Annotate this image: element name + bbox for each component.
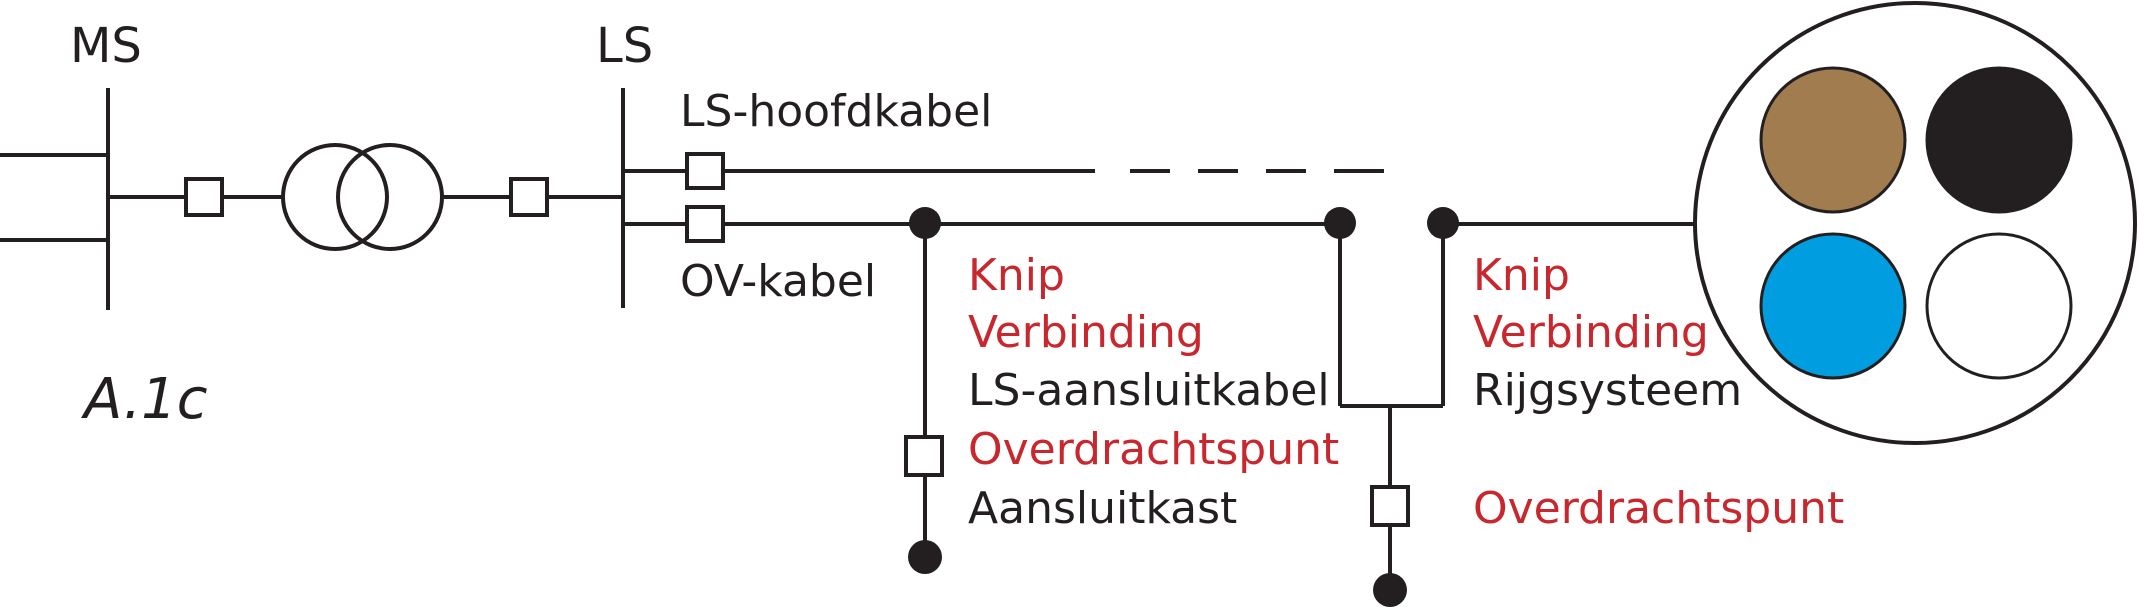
overdrachtspunt-1-fuse bbox=[904, 435, 944, 477]
label-verbinding-2: Verbinding bbox=[1473, 307, 1709, 358]
junction-rijgsysteem-left bbox=[1324, 207, 1356, 239]
label-ls: LS bbox=[596, 18, 653, 74]
label-overdrachtspunt-1: Overdrachtspunt bbox=[968, 424, 1339, 475]
label-ms: MS bbox=[70, 18, 142, 74]
label-ls-hoofdkabel: LS-hoofdkabel bbox=[680, 86, 992, 137]
rijgsysteem-endpoint bbox=[1373, 573, 1407, 607]
label-aansluitkast: Aansluitkast bbox=[968, 483, 1237, 534]
switches bbox=[184, 152, 1410, 527]
junction-rijgsysteem-right bbox=[1427, 207, 1459, 239]
label-knip-1: Knip bbox=[968, 250, 1065, 301]
cable-sheath bbox=[1693, 1, 2137, 445]
transformer-symbol bbox=[281, 143, 444, 251]
label-rijgsysteem: Rijgsysteem bbox=[1473, 365, 1742, 416]
label-figure-id: A.1c bbox=[81, 367, 208, 432]
label-verbinding-1: Verbinding bbox=[968, 307, 1204, 358]
overdrachtspunt-2-fuse bbox=[1370, 485, 1410, 527]
nodes bbox=[908, 207, 1459, 607]
ms-switch bbox=[184, 177, 224, 217]
conductor-black bbox=[1925, 66, 2073, 214]
ov-kabel-fuse bbox=[685, 205, 725, 243]
transformer-winding-secondary bbox=[336, 143, 444, 251]
conductor-blue bbox=[1759, 232, 1907, 380]
label-ov-kabel: OV-kabel bbox=[680, 256, 876, 307]
label-ls-aansluitkabel: LS-aansluitkabel bbox=[968, 365, 1330, 416]
transformer-winding-primary bbox=[281, 143, 389, 251]
cable-cross-section bbox=[1693, 1, 2137, 445]
label-overdrachtspunt-2: Overdrachtspunt bbox=[1473, 483, 1844, 534]
ls-switch bbox=[509, 177, 549, 217]
wiring bbox=[0, 88, 1697, 588]
ls-hoofdkabel-fuse bbox=[685, 152, 725, 190]
conductor-white bbox=[1925, 232, 2073, 380]
aansluitkast-endpoint bbox=[908, 540, 942, 574]
conductor-brown bbox=[1759, 66, 1907, 214]
junction-knip-1 bbox=[909, 207, 941, 239]
label-knip-2: Knip bbox=[1473, 250, 1570, 301]
